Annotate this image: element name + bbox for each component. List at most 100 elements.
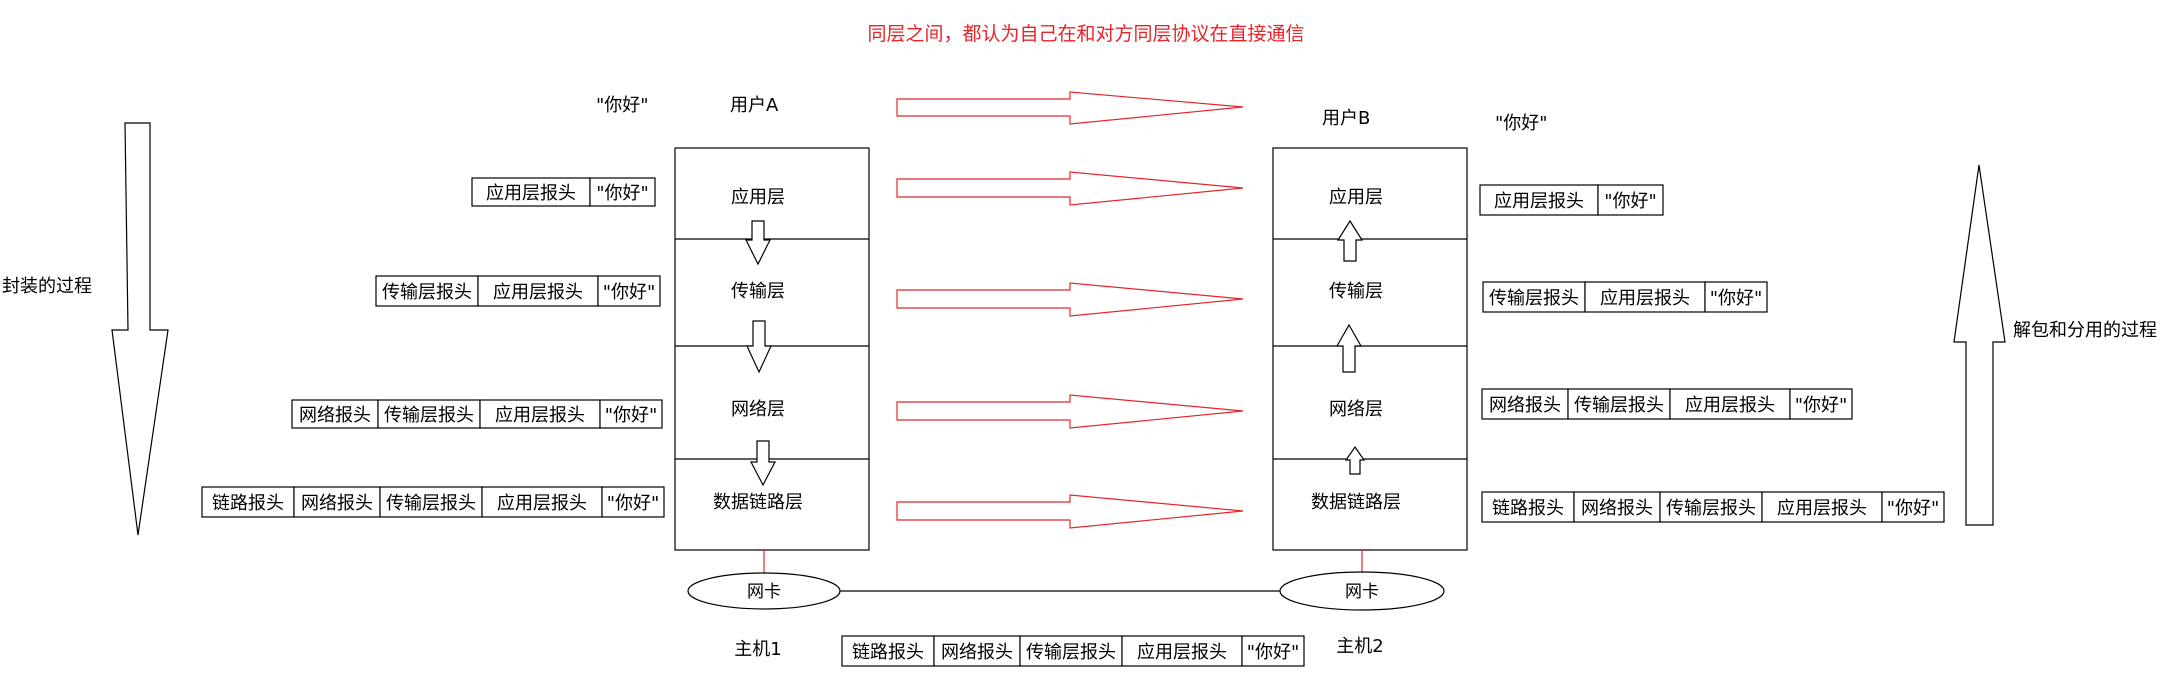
- header-segment-label: 应用层报头: [1777, 498, 1867, 519]
- header-segment-label: 应用层报头: [495, 405, 585, 426]
- host2-up-arrow: [1336, 219, 1364, 262]
- decapsulation-label: 解包和分用的过程: [2013, 320, 2157, 341]
- header-segment-payload: [1789, 388, 1853, 420]
- host1-message: "你好": [596, 95, 649, 116]
- header-segment-label: "你好": [607, 493, 660, 514]
- header-segment-transport: [375, 275, 479, 307]
- header-segment-application: [1479, 184, 1599, 216]
- header-segment-transport: [1482, 281, 1586, 313]
- host1-net-header-row: 网络报头传输层报头应用层报头"你好": [291, 399, 663, 429]
- header-segment-label: 链路报头: [212, 493, 284, 514]
- encapsulation-down-arrow: [111, 122, 169, 536]
- header-segment-payload: [1597, 184, 1664, 216]
- peer-arrow-transport: [896, 282, 1244, 317]
- header-segment-application: [481, 486, 603, 518]
- header-segment-transport: [1567, 388, 1671, 420]
- header-segment-application: [477, 275, 599, 307]
- host2-layer-network: 网络层: [1329, 399, 1383, 420]
- header-segment-application: [1584, 281, 1706, 313]
- header-segment-network: [291, 399, 379, 429]
- header-segment-application: [1761, 491, 1883, 523]
- header-segment-label: 传输层报头: [1026, 642, 1116, 663]
- host1-link-header-row: 链路报头网络报头传输层报头应用层报头 "你好": [201, 486, 665, 518]
- host2-layer-datalink: 数据链路层: [1311, 492, 1401, 513]
- host2-app-header-row: 应用层报头 "你好": [1479, 184, 1664, 216]
- header-segment-application: [471, 177, 591, 207]
- header-segment-label: "你好": [1247, 642, 1300, 663]
- peer-arrow-user: [896, 91, 1244, 125]
- header-segment-label: 链路报头: [1492, 498, 1564, 519]
- header-rows: 应用层报头"你好"传输层报头应用层报头"你好"网络报头传输层报头应用层报头"你好…: [201, 177, 1945, 667]
- header-segment-label: 链路报头: [852, 642, 924, 663]
- host2-protocol-stack: [1272, 147, 1468, 551]
- host1-down-arrow: [745, 220, 771, 266]
- header-segment-label: "你好": [1604, 191, 1657, 212]
- header-segment-label: 应用层报头: [1494, 191, 1584, 212]
- encapsulation-label: 封装的过程: [2, 276, 92, 297]
- host2-layer-transport: 传输层: [1329, 281, 1383, 302]
- header-segment-label: 应用层报头: [1600, 288, 1690, 309]
- header-segment-label: 应用层报头: [1685, 395, 1775, 416]
- header-segment-label: 应用层报头: [497, 493, 587, 514]
- header-segment-label: 传输层报头: [1489, 288, 1579, 309]
- host2: 用户B "你好" 应用层 传输层 网络层 数据链路层 网卡 主机2: [1272, 108, 1548, 657]
- header-segment-label: 网络报头: [1489, 395, 1561, 416]
- host2-label: 主机2: [1336, 636, 1383, 657]
- header-segment-label: 网络报头: [1581, 498, 1653, 519]
- header-segment-application: [479, 399, 601, 429]
- host1-trans-header-row: 传输层报头应用层报头 "你好": [375, 275, 661, 307]
- header-segment-application: [1669, 388, 1791, 420]
- header-segment-link: [1481, 491, 1575, 523]
- header-segment-label: 应用层报头: [1137, 642, 1227, 663]
- header-segment-label: "你好": [603, 282, 656, 303]
- header-segment-payload: [1704, 281, 1768, 313]
- header-segment-payload: [599, 399, 663, 429]
- header-segment-transport: [1659, 491, 1763, 523]
- host2-net-header-row: 网络报头传输层报头应用层报头 "你好": [1481, 388, 1853, 420]
- header-segment-label: 传输层报头: [1666, 498, 1756, 519]
- header-segment-label: 传输层报头: [386, 493, 476, 514]
- host2-message: "你好": [1495, 113, 1548, 134]
- host1-user-label: 用户A: [730, 95, 779, 116]
- host1-app-header-row: 应用层报头"你好": [471, 177, 656, 207]
- header-segment-payload: [597, 275, 661, 307]
- header-segment-label: "你好": [1887, 498, 1940, 519]
- header-segment-label: 网络报头: [301, 493, 373, 514]
- header-segment-label: "你好": [1795, 395, 1848, 416]
- diagram-title: 同层之间，都认为自己在和对方同层协议在直接通信: [867, 23, 1304, 45]
- host1-layer-network: 网络层: [731, 399, 785, 420]
- host1-nic-label: 网卡: [747, 582, 781, 602]
- decapsulation-up-arrow: [1953, 164, 2006, 526]
- header-segment-payload: [601, 486, 665, 518]
- host2-up-arrow: [1335, 323, 1363, 373]
- host2-trans-header-row: 传输层报头应用层报头"你好": [1482, 281, 1768, 313]
- header-segment-label: 应用层报头: [493, 282, 583, 303]
- peer-communication-arrows: [896, 91, 1244, 529]
- host2-link-header-row: 链路报头网络报头传输层报头应用层报头 "你好": [1481, 491, 1945, 523]
- header-segment-network: [1573, 491, 1661, 523]
- host1-label: 主机1: [734, 639, 781, 660]
- header-segment-link: [201, 486, 295, 518]
- header-segment-label: 传输层报头: [382, 282, 472, 303]
- header-segment-network: [293, 486, 381, 518]
- wire-header-row: 链路报头网络报头传输层报头应用层报头 "你好": [841, 635, 1305, 667]
- header-segment-payload: [589, 177, 656, 207]
- host1-protocol-stack: [674, 147, 870, 551]
- header-segment-network: [1481, 388, 1569, 420]
- host1: "你好" 用户A 应用层 传输层 网络层 数据链路层 网卡 主机1: [596, 95, 870, 660]
- host2-up-arrow: [1344, 445, 1366, 475]
- peer-arrow-datalink: [896, 494, 1244, 529]
- header-segment-label: 传输层报头: [384, 405, 474, 426]
- host1-layer-datalink: 数据链路层: [713, 492, 803, 513]
- host1-down-arrow: [746, 320, 772, 374]
- host1-layer-transport: 传输层: [731, 281, 785, 302]
- header-segment-transport: [377, 399, 481, 429]
- header-segment-label: 网络报头: [941, 642, 1013, 663]
- host1-down-arrow: [750, 440, 776, 487]
- host2-nic-label: 网卡: [1345, 582, 1379, 602]
- header-segment-label: 网络报头: [299, 405, 371, 426]
- peer-arrow-application: [896, 171, 1244, 206]
- header-segment-network: [933, 635, 1021, 667]
- header-segment-label: 传输层报头: [1574, 395, 1664, 416]
- header-segment-payload: [1241, 635, 1305, 667]
